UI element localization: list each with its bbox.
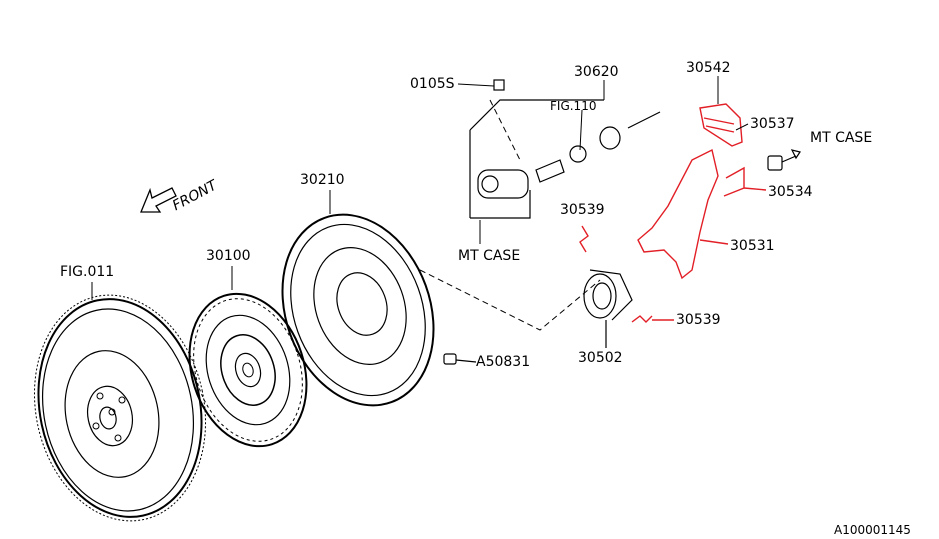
part-label-30534: 30534 [768,184,813,200]
figure-reference-fig110: FIG.110 [550,99,597,113]
highlighted-parts [579,103,767,323]
mt-case-label-left: MT CASE [458,248,521,264]
leader-lines [457,76,749,244]
part-label-30539-upper: 30539 [560,202,605,218]
part-label-30542: 30542 [686,60,731,76]
part-label-30210: 30210 [300,172,345,188]
release-bearing-drawing [583,269,633,348]
mt-case-label-right: MT CASE [810,130,873,146]
part-label-30100: 30100 [206,248,251,264]
part-label-a50831: A50831 [476,354,531,370]
clutch-disc-drawing [188,266,308,448]
part-label-30537: 30537 [750,116,795,132]
front-arrow-icon [140,187,177,213]
document-code: A100001145 [834,523,911,537]
part-label-30502: 30502 [578,350,623,366]
flywheel-drawing [33,282,207,522]
assembly-guide-lines [419,99,601,331]
pivot-30537-drawing [767,149,801,171]
part-label-0105s: 0105S [410,76,455,92]
part-label-30539-lower: 30539 [676,312,721,328]
part-label-30620: 30620 [574,64,619,80]
part-label-30531: 30531 [730,238,775,254]
part-label-fig011: FIG.011 [60,264,115,280]
slave-cylinder-drawing [469,79,661,219]
pressure-plate-drawing [281,190,435,407]
bolt-a50831-drawing [443,353,477,365]
